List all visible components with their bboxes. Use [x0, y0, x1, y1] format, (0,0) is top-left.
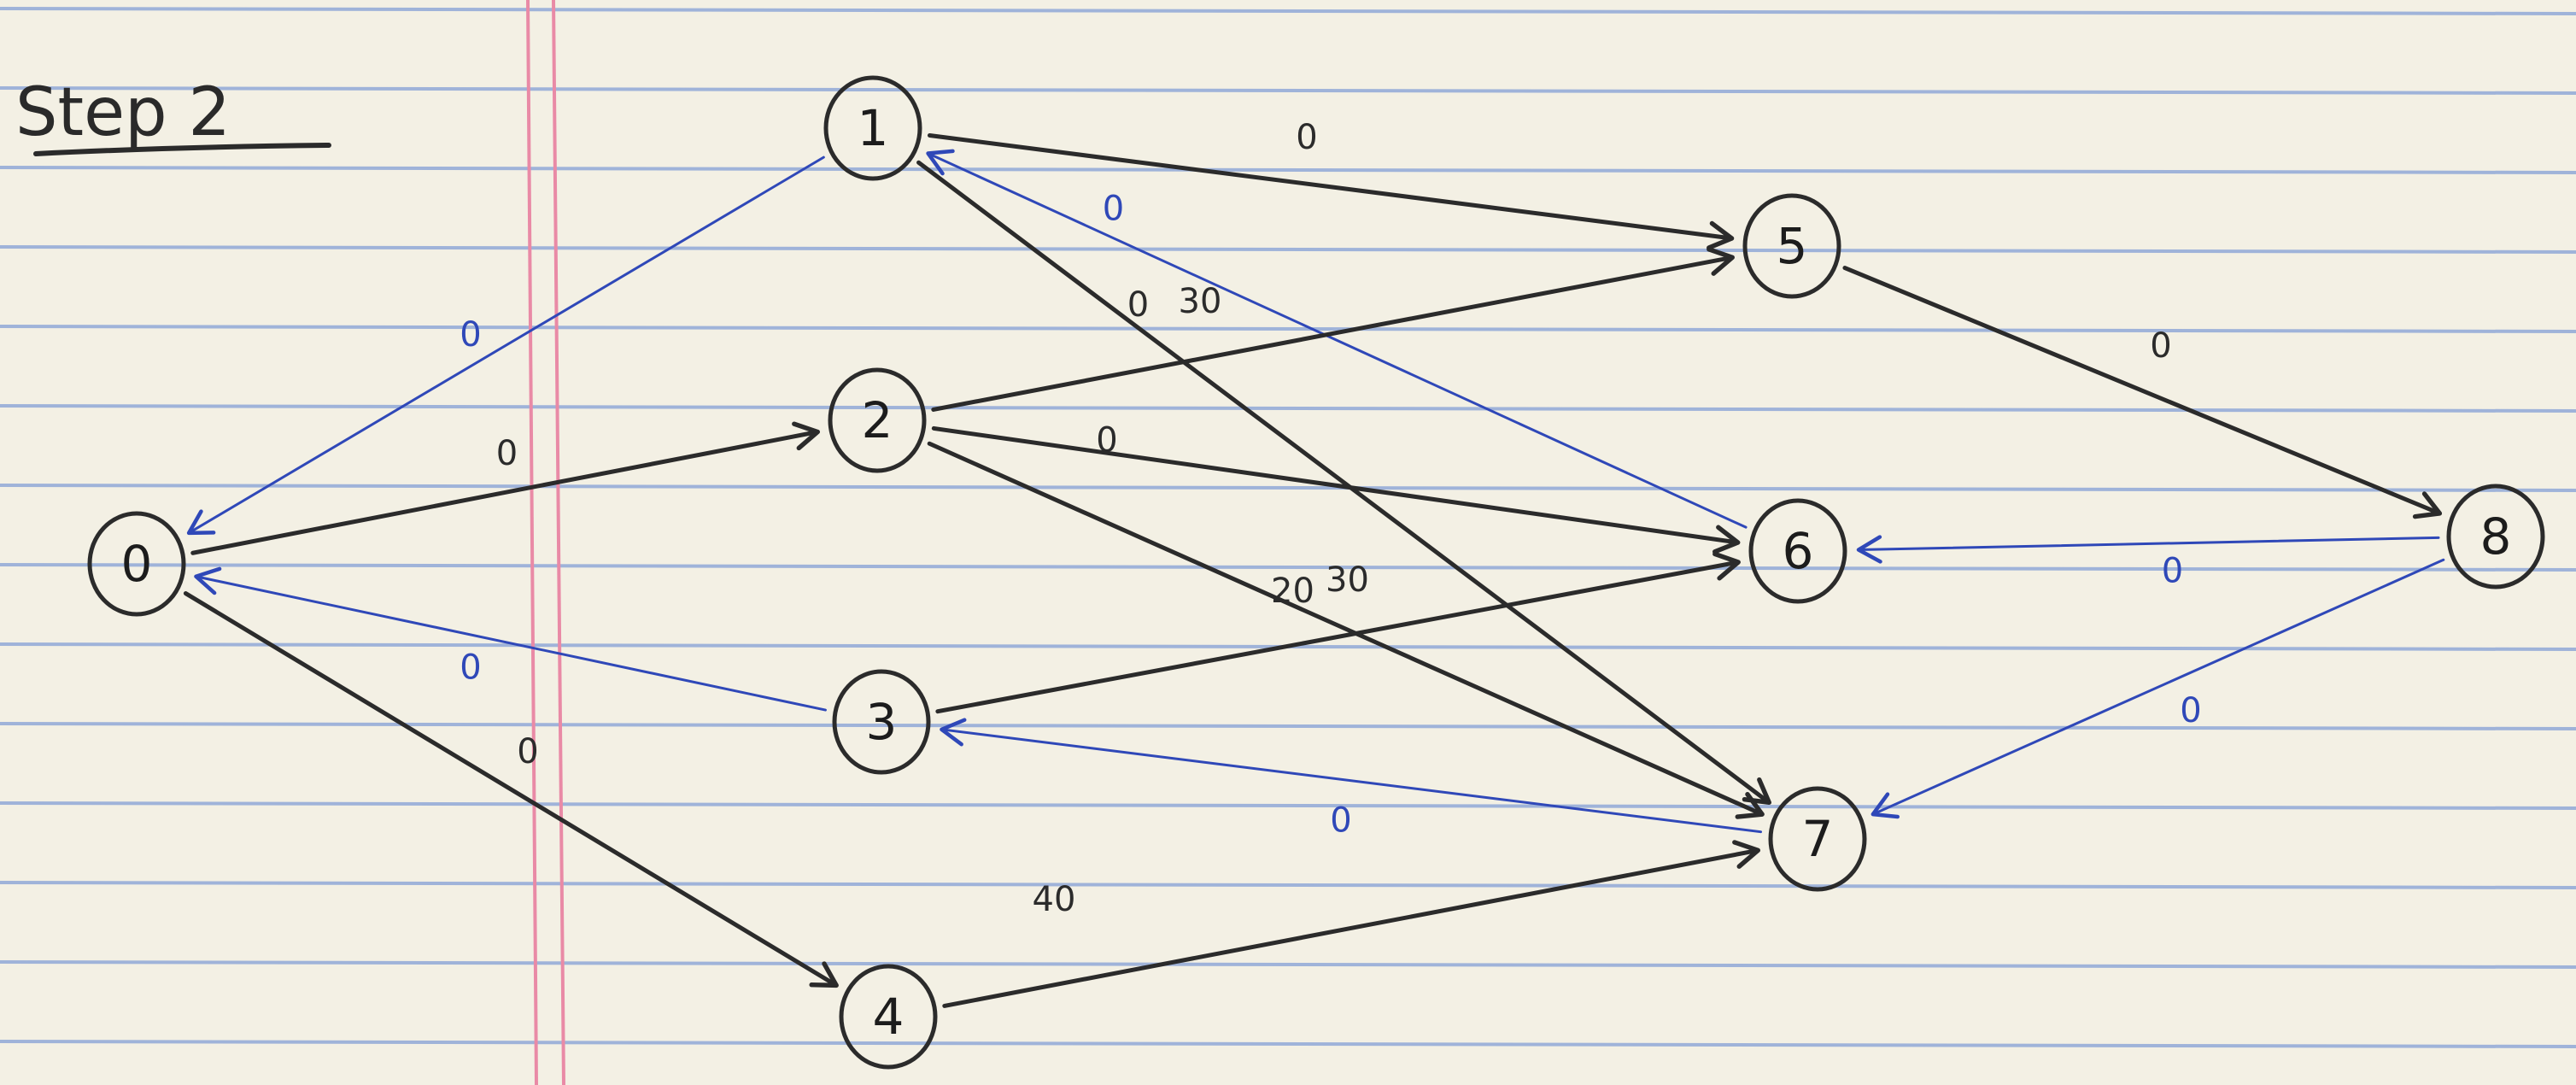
- edge-7-to-3: [940, 718, 1763, 834]
- title: Step 2: [15, 74, 331, 156]
- edge-8-to-7: [1871, 558, 2445, 819]
- ruled-lines: [0, 7, 2576, 1048]
- edge-weight-1-to-7: 30: [1179, 282, 1222, 321]
- node-label: 4: [873, 988, 905, 1046]
- edge-3-to-6: [935, 551, 1741, 714]
- node-label: 0: [121, 535, 153, 593]
- edge-4-to-7: [942, 840, 1760, 1008]
- edge-weight-2-to-5: 0: [1127, 285, 1149, 325]
- node-label: 2: [862, 391, 893, 449]
- edge-weight-6-to-1: 0: [1103, 190, 1124, 229]
- edges-layer: 0 0 0 0 0 0 30 0 0 30 20 0 40 0 0 0: [183, 118, 2445, 1008]
- node-label: 3: [866, 693, 898, 751]
- node-circle: [823, 75, 922, 181]
- node-8: 8: [2446, 484, 2545, 589]
- node-5: 5: [1742, 193, 1841, 299]
- node-label: 5: [1777, 217, 1808, 275]
- node-circle: [87, 511, 186, 617]
- edge-weight-8-to-6: 0: [2162, 552, 2183, 591]
- edge-weight-3-to-0: 0: [460, 648, 481, 688]
- node-label: 6: [1783, 522, 1814, 580]
- edge-weight-1-to-0: 0: [460, 315, 481, 355]
- margin-line: [526, 0, 565, 1085]
- edge-weight-2-to-6: 0: [1096, 421, 1117, 460]
- edge-weight-8-to-7: 0: [2180, 691, 2201, 730]
- node-label: 1: [858, 99, 889, 157]
- node-2: 2: [828, 367, 927, 473]
- nodes-layer: 0 1 2 3 4 5 6 7 8: [87, 75, 2545, 1070]
- edge-2-to-7: [927, 441, 1765, 819]
- node-1: 1: [823, 75, 922, 181]
- node-label: 7: [1802, 810, 1834, 868]
- edge-6-to-1: [926, 149, 1748, 529]
- node-6: 6: [1748, 498, 1847, 604]
- edge-weight-0-to-4: 0: [517, 732, 538, 771]
- node-circle: [832, 669, 931, 775]
- node-3: 3: [832, 669, 931, 775]
- edge-8-to-6: [1856, 535, 2440, 564]
- node-circle: [1768, 786, 1867, 892]
- edge-weight-2-to-7: 30: [1326, 560, 1369, 600]
- edge-weight-0-to-2: 0: [496, 434, 518, 473]
- edge-weight-4-to-7: 40: [1033, 880, 1076, 919]
- edge-1-to-0: [186, 155, 825, 536]
- node-4: 4: [839, 964, 938, 1070]
- edge-2-to-5: [931, 247, 1735, 412]
- node-circle: [1742, 193, 1841, 299]
- node-label: 8: [2480, 507, 2512, 566]
- edge-0-to-4: [183, 591, 839, 988]
- edge-weight-5-to-8: 0: [2150, 326, 2171, 366]
- node-circle: [839, 964, 938, 1070]
- edge-weight-1-to-5: 0: [1296, 118, 1317, 157]
- edge-weight-7-to-3: 0: [1330, 801, 1351, 841]
- node-7: 7: [1768, 786, 1867, 892]
- node-circle: [828, 367, 927, 473]
- edge-0-to-2: [190, 421, 820, 555]
- edge-weight-3-to-6: 20: [1271, 572, 1314, 611]
- edge-1-to-7: [916, 160, 1771, 806]
- edge-2-to-6: [931, 425, 1741, 554]
- node-circle: [1748, 498, 1847, 604]
- edge-5-to-8: [1842, 266, 2443, 519]
- edge-1-to-5: [927, 133, 1735, 250]
- node-circle: [2446, 484, 2545, 589]
- title-text: Step 2: [15, 74, 231, 151]
- edge-3-to-0: [194, 566, 827, 712]
- node-0: 0: [87, 511, 186, 617]
